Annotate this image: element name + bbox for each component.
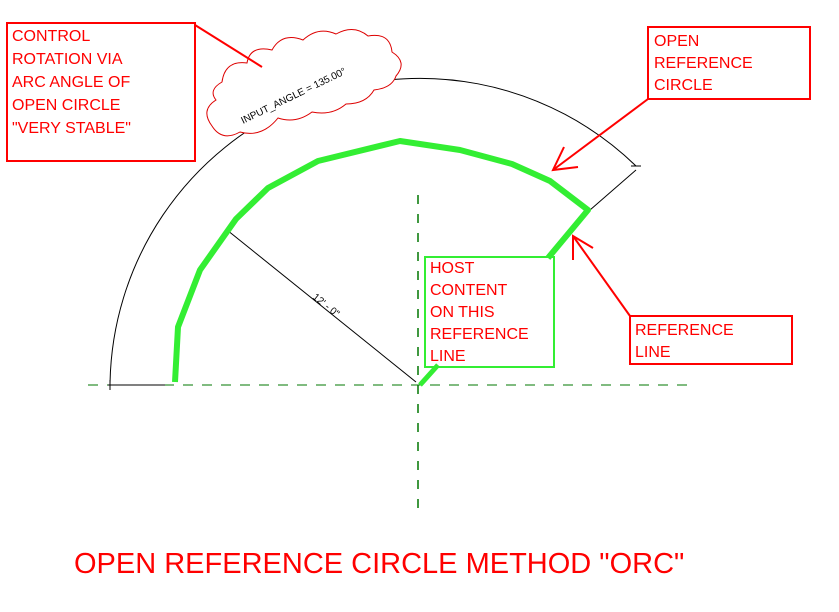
reference-line-leader (572, 235, 631, 317)
open-reference-circle-arrowhead (551, 146, 579, 172)
open-reference-circle (172, 138, 591, 383)
radius-dimension-line (226, 229, 417, 383)
host-content-note: HOST CONTENT ON THIS REFERENCE LINE (430, 260, 533, 365)
reference-line (418, 363, 440, 387)
angle-extension-line-right (589, 169, 637, 211)
open-reference-circle-note-box (647, 26, 811, 100)
diagram-title: OPEN REFERENCE CIRCLE METHOD "ORC" (74, 548, 684, 580)
host-content-note-box (424, 256, 555, 368)
radius-dimension-label: 12' - 0" (310, 292, 341, 320)
control-rotation-leader (194, 24, 263, 68)
angle-dimension-arc (109, 77, 637, 386)
open-reference-circle-note: OPEN REFERENCE CIRCLE (654, 33, 757, 94)
revision-cloud (206, 29, 402, 137)
open-reference-circle-leader (552, 98, 649, 171)
reference-line-note-box (629, 315, 793, 365)
control-rotation-note: CONTROL ROTATION VIA ARC ANGLE OF OPEN C… (12, 28, 135, 137)
reference-line-arrowhead (572, 234, 594, 260)
control-rotation-note-box (6, 22, 196, 162)
reference-line-note: REFERENCE LINE (635, 322, 738, 361)
